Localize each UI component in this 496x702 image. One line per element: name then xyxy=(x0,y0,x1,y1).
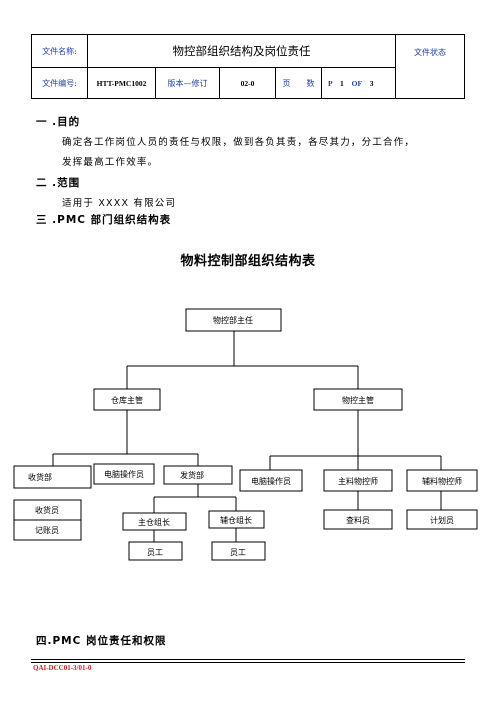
footer-rule-1 xyxy=(31,659,465,660)
footer-document-code: QAI-DCC01-3/01-0 xyxy=(33,664,92,672)
section-1-text-line-1: 确定各工作岗位人员的责任与权限，做到各负其责，各尽其力，分工合作， xyxy=(62,137,416,148)
file-number-label: 文件编号: xyxy=(31,67,88,99)
label-staff-1: 员工 xyxy=(147,548,163,557)
box-planner xyxy=(406,509,478,530)
page-number: 1 xyxy=(340,78,344,88)
box-staff-1 xyxy=(128,541,183,561)
label-bookkeeper: 记账员 xyxy=(35,526,59,535)
box-staff-2 xyxy=(211,541,266,561)
box-control-supervisor xyxy=(313,388,403,411)
box-shipping-dept xyxy=(163,465,233,485)
page-count-value: P 1 OF 3 xyxy=(321,67,396,99)
box-computer-operator-2 xyxy=(239,469,303,492)
section-4-heading: 四.PMC 岗位责任和权限 xyxy=(36,635,167,647)
label-aux-material-planner: 辅料物控师 xyxy=(422,476,462,486)
page-of: OF xyxy=(351,78,362,88)
org-chart-title: 物料控制部组织结构表 xyxy=(180,254,316,269)
version-value: 02-0 xyxy=(219,67,276,99)
label-control-supervisor: 物控主管 xyxy=(342,395,374,405)
section-1-heading: 一 .目的 xyxy=(36,116,81,128)
file-name-label: 文件名称: xyxy=(31,34,88,68)
section-1-text-line-2: 发挥最高工作效率。 xyxy=(62,157,159,168)
box-aux-warehouse-leader xyxy=(208,510,265,529)
label-planner: 计划员 xyxy=(430,515,454,525)
file-status-label: 文件状态 xyxy=(395,34,465,99)
version-label: 版本—修订 xyxy=(155,67,220,99)
box-computer-operator-1 xyxy=(93,463,155,485)
box-material-checker xyxy=(323,509,393,530)
box-receiving-dept xyxy=(13,465,92,489)
label-main-material-planner: 主料物控师 xyxy=(338,476,378,486)
label-receiving-dept: 收货部 xyxy=(28,472,52,482)
page-p: P xyxy=(328,78,333,88)
section-3-heading: 三 .PMC 部门组织结构表 xyxy=(36,214,172,226)
label-warehouse-supervisor: 仓库主管 xyxy=(111,395,143,405)
label-department-director: 物控部主任 xyxy=(213,315,253,325)
box-warehouse-supervisor xyxy=(93,388,161,411)
box-main-warehouse-leader xyxy=(122,512,187,531)
box-department-director xyxy=(185,308,282,332)
page-total: 3 xyxy=(369,78,374,88)
label-computer-operator-2: 电脑操作员 xyxy=(251,476,291,486)
section-2-text: 适用于 XXXX 有限公司 xyxy=(62,198,177,209)
label-shipping-dept: 发货部 xyxy=(180,470,204,480)
document-header-table: 文件名称: 物控部组织结构及岗位责任 文件状态 文件编号: HTT-PMC100… xyxy=(31,34,465,99)
section-2-heading: 二 .范围 xyxy=(36,177,81,189)
box-aux-material-planner xyxy=(406,469,478,492)
label-receiver: 收货员 xyxy=(35,505,59,515)
file-number-value: HTT-PMC1002 xyxy=(87,67,156,99)
footer-rule-2 xyxy=(31,662,465,663)
label-aux-warehouse-leader: 辅仓组长 xyxy=(220,515,252,525)
label-staff-2: 员工 xyxy=(230,548,246,557)
page-count-label: 页 数 xyxy=(275,67,322,99)
label-main-warehouse-leader: 主仓组长 xyxy=(138,517,170,527)
label-computer-operator-1: 电脑操作员 xyxy=(104,469,144,479)
box-main-material-planner xyxy=(323,469,393,492)
label-material-checker: 查料员 xyxy=(346,515,370,525)
